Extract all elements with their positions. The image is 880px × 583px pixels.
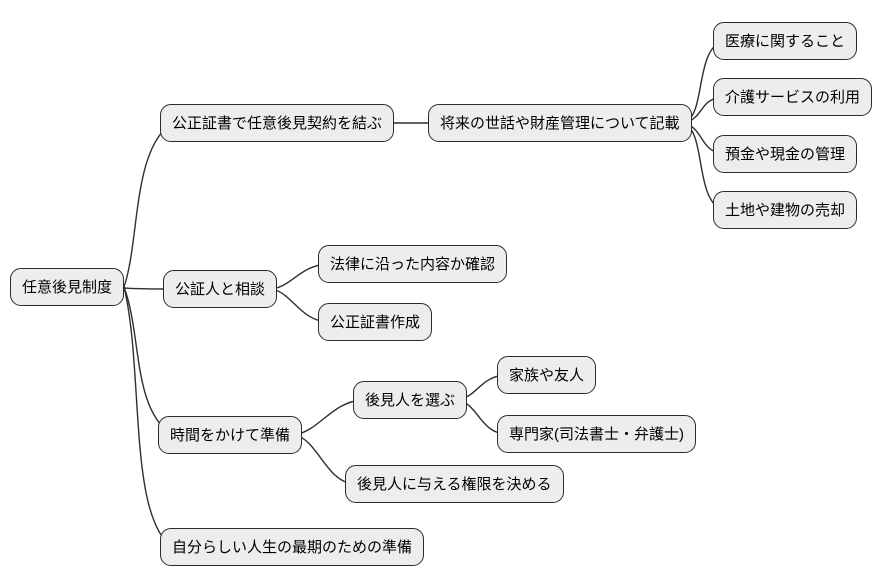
node-decide-authority-given-to-guardian: 後見人に与える権限を決める: [345, 465, 564, 503]
node-professionals-judicial-scrivener-lawyer: 専門家(司法書士・弁護士): [497, 415, 696, 453]
edge-root-b4: [123, 286, 173, 548]
edge-root-b1: [123, 122, 173, 288]
edge-root-b3: [123, 286, 173, 436]
node-conclude-contract-by-notarized-deed: 公正証書で任意後見契約を結ぶ: [160, 104, 395, 142]
node-confirm-content-complies-with-law: 法律に沿った内容か確認: [318, 245, 508, 283]
node-preparation-for-end-of-life-in-own-way: 自分らしい人生の最期のための準備: [160, 528, 425, 566]
node-family-or-friends: 家族や友人: [497, 356, 597, 394]
node-create-notarized-deed: 公正証書作成: [318, 303, 433, 341]
node-consult-with-notary: 公証人と相談: [163, 270, 278, 308]
node-prepare-over-time: 時間をかけて準備: [158, 416, 303, 454]
edge-b3-b3c1: [294, 399, 363, 436]
node-medical-matters: 医療に関すること: [713, 22, 858, 60]
node-management-of-deposits-and-cash: 預金や現金の管理: [713, 135, 858, 173]
node-use-of-nursing-care-services: 介護サービスの利用: [713, 78, 873, 116]
node-sale-of-land-and-buildings: 土地や建物の売却: [713, 191, 858, 229]
node-choose-guardian: 後見人を選ぶ: [353, 381, 468, 419]
node-describe-future-care-and-asset-management: 将来の世話や財産管理について記載: [428, 104, 692, 142]
node-root-voluntary-guardianship-system: 任意後見制度: [10, 268, 125, 306]
